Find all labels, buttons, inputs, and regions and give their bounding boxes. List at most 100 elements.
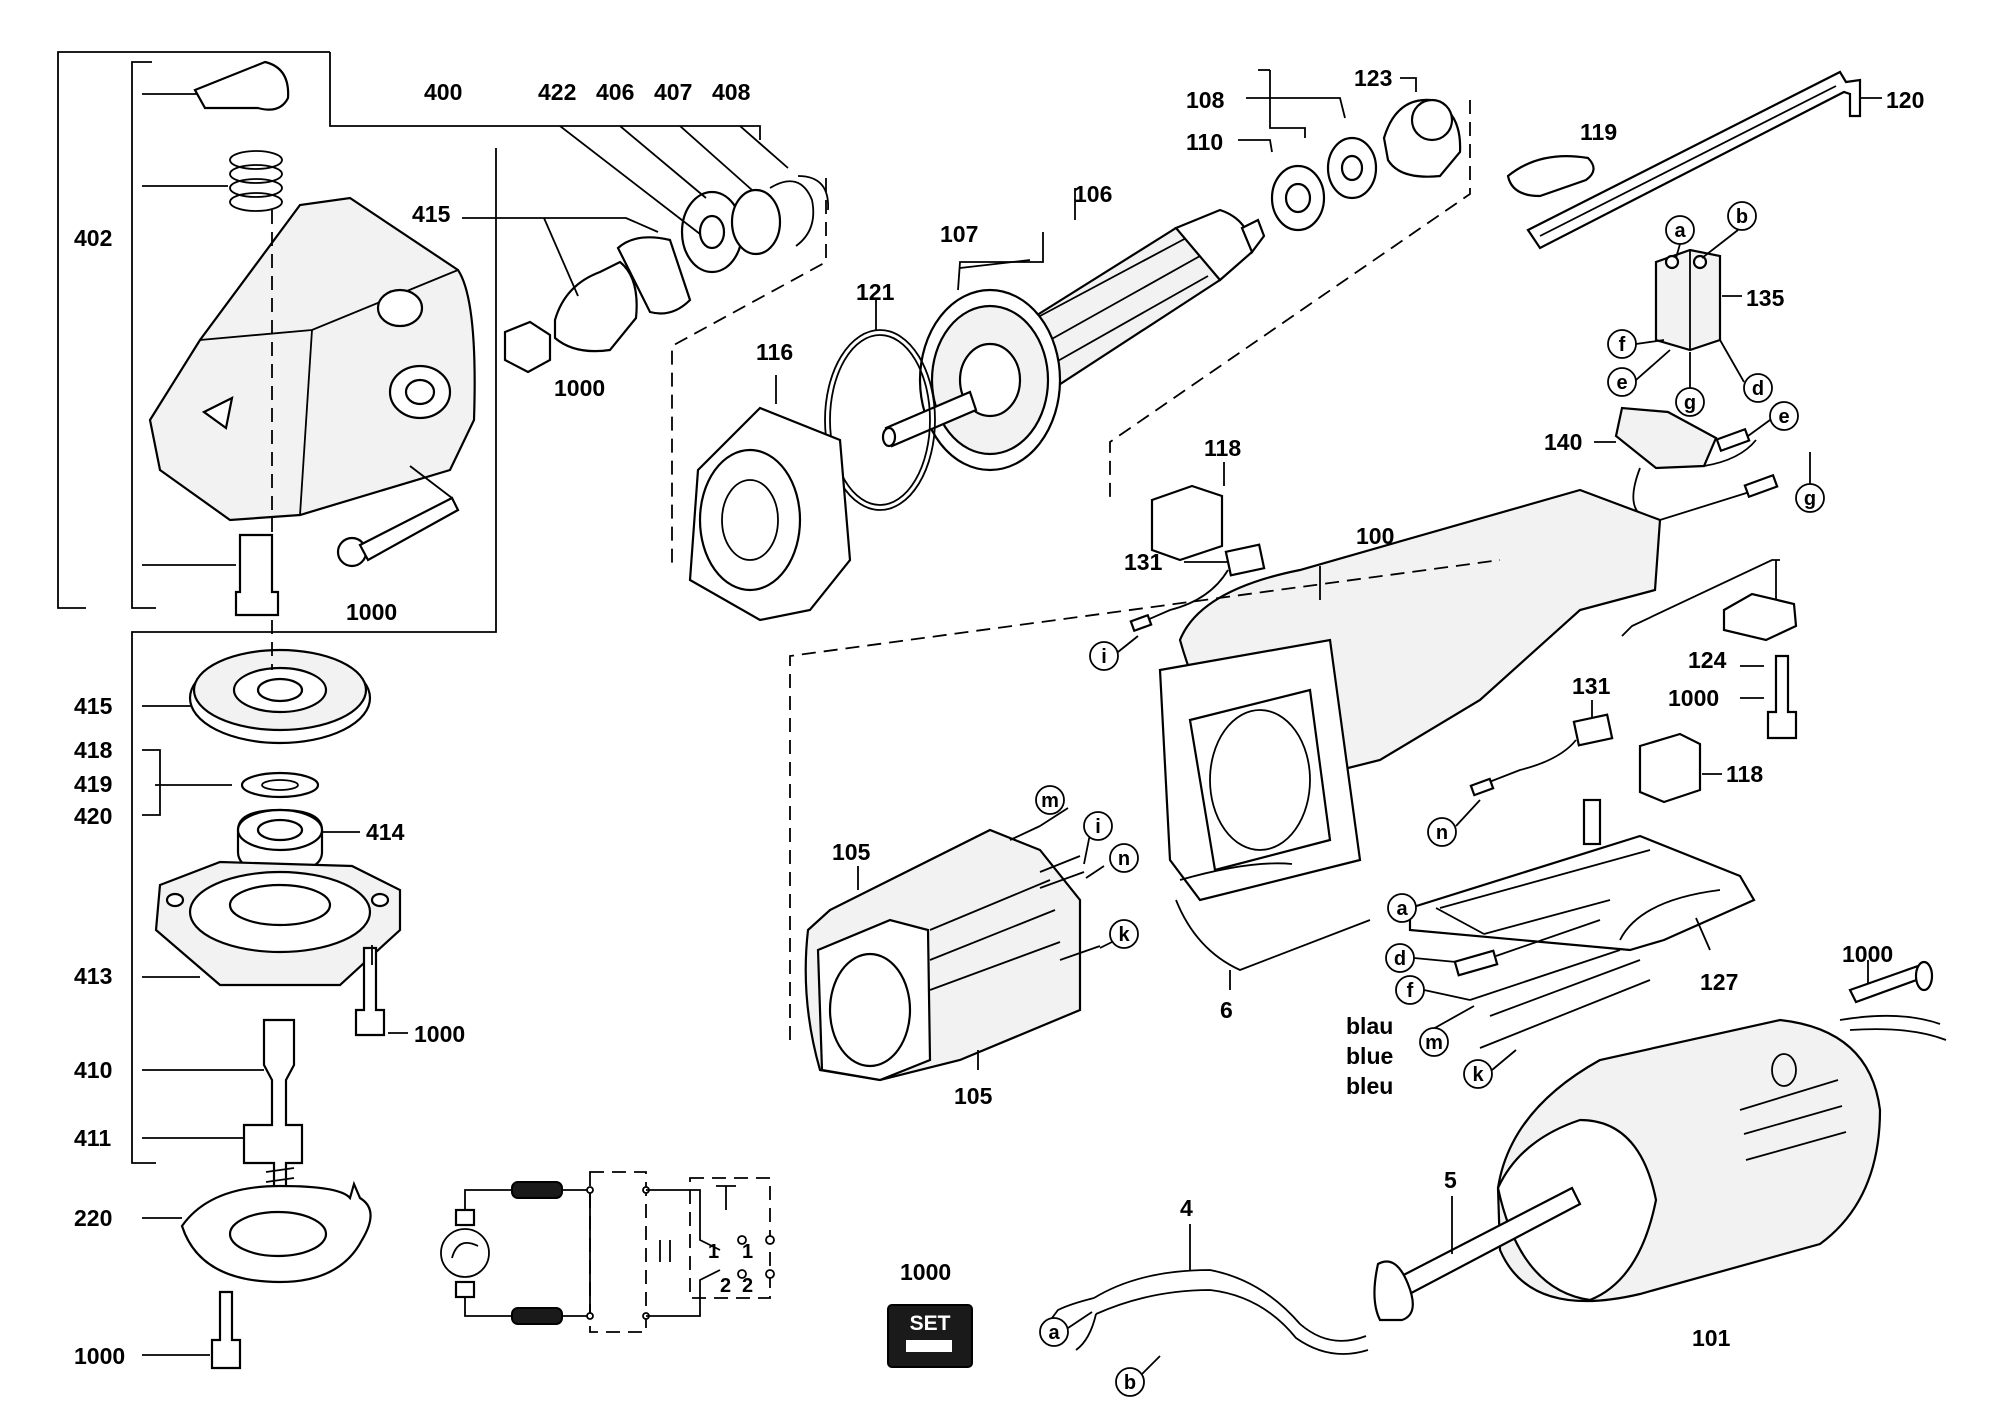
pinion-gear: [553, 260, 638, 353]
part-number-labels: 400 422 406 407 408 402 415 1000 1000 41…: [74, 65, 1924, 1369]
label-106: 106: [1074, 181, 1112, 207]
circled-g-capacitor: g: [1795, 483, 1825, 513]
label-121: 121: [856, 279, 895, 305]
stator-terminals: [1009, 825, 1101, 961]
label-140: 140: [1544, 429, 1582, 455]
circled-i-brush: i: [1089, 641, 1119, 671]
circled-e-capacitor: e: [1769, 401, 1799, 431]
spring: [229, 150, 283, 212]
insulation-6: [1175, 899, 1371, 971]
set-badge: SET: [887, 1304, 973, 1368]
label-1000-set: 1000: [900, 1259, 951, 1285]
label-100: 100: [1356, 523, 1394, 549]
circled-f-holder: f: [1395, 975, 1425, 1005]
gear-housing: [148, 196, 476, 522]
clamp-screw: [1766, 654, 1798, 740]
brush-holder-118b: [1638, 732, 1702, 804]
motor-housing-group: [1129, 462, 1798, 990]
lock-button: [193, 60, 290, 111]
label-127: 127: [1700, 969, 1738, 995]
label-118-bottom: 118: [1726, 761, 1763, 787]
label-415-gear: 415: [74, 693, 113, 719]
svg-text:i: i: [1095, 816, 1101, 838]
label-415-top: 415: [412, 201, 451, 227]
label-124: 124: [1688, 647, 1727, 673]
cord-group: [1051, 960, 1947, 1355]
brush-holder-118a: [1150, 484, 1224, 562]
label-107: 107: [940, 221, 978, 247]
bracket-lines: [57, 51, 761, 1164]
circled-k-holder: k: [1463, 1059, 1493, 1089]
flange-screw: [354, 946, 386, 1037]
label-120: 120: [1886, 87, 1924, 113]
svg-text:m: m: [1425, 1032, 1443, 1054]
stator-group: [789, 559, 1501, 1082]
svg-text:e: e: [1778, 406, 1789, 428]
circled-a-holder: a: [1387, 893, 1417, 923]
label-131-top: 131: [1124, 549, 1163, 575]
rear-screw: [1848, 964, 1924, 1004]
washer-419: [240, 771, 320, 799]
gear-head-group: [142, 60, 476, 617]
svg-text:k: k: [1118, 924, 1130, 946]
label-406: 406: [596, 79, 634, 105]
housing-pin: [234, 533, 280, 617]
label-400: 400: [424, 79, 462, 105]
label-119: 119: [1580, 119, 1617, 145]
svg-text:f: f: [1407, 980, 1414, 1002]
circuit-label-2: 2: [720, 1275, 731, 1297]
switch-group: [1506, 70, 1882, 521]
label-1000-rear: 1000: [1842, 941, 1893, 967]
circled-n-stator: n: [1109, 843, 1139, 873]
circled-f-switch: f: [1607, 329, 1637, 359]
label-411: 411: [74, 1125, 111, 1151]
pinion-nut: [503, 320, 552, 374]
label-419: 419: [74, 771, 112, 797]
svg-text:n: n: [1436, 822, 1448, 844]
label-4: 4: [1180, 1195, 1193, 1221]
svg-text:e: e: [1616, 372, 1627, 394]
label-101: 101: [1692, 1325, 1731, 1351]
circled-i-stator: i: [1083, 811, 1113, 841]
svg-text:m: m: [1041, 790, 1059, 812]
sleeve-406: [616, 236, 692, 315]
circled-k-stator: k: [1109, 919, 1139, 949]
circled-d-switch: d: [1743, 373, 1773, 403]
circled-b-switch: b: [1727, 201, 1757, 231]
circled-e-switch: e: [1607, 367, 1637, 397]
label-413: 413: [74, 963, 112, 989]
circled-g-switch: g: [1675, 387, 1705, 417]
capacitor-140: [1614, 406, 1718, 470]
label-118-top: 118: [1204, 435, 1241, 461]
cable-holder-127: [1408, 834, 1756, 952]
label-135: 135: [1746, 285, 1785, 311]
circled-b-cord: b: [1115, 1367, 1145, 1397]
label-418: 418: [74, 737, 113, 763]
bottom-screw: [210, 1290, 242, 1370]
label-1000-clamp: 1000: [1668, 685, 1719, 711]
svg-text:g: g: [1684, 392, 1696, 414]
wiring-schematic: 1 1 2 2: [440, 1171, 775, 1333]
label-6: 6: [1220, 997, 1233, 1023]
lower-gear-stack: [142, 620, 408, 1370]
armature-slots: [1039, 235, 1209, 363]
label-123: 123: [1354, 65, 1392, 91]
label-131-bottom: 131: [1572, 673, 1611, 699]
svg-text:n: n: [1118, 848, 1130, 870]
svg-text:d: d: [1394, 948, 1406, 970]
label-220: 220: [74, 1205, 112, 1231]
connection-letters: a b f e g d e g i n m i n k a d f m k a …: [1035, 201, 1825, 1397]
circled-m-stator: m: [1035, 785, 1065, 815]
svg-text:k: k: [1472, 1064, 1484, 1086]
label-105-top: 105: [832, 839, 871, 865]
carbon-brush-131b: [1572, 713, 1614, 747]
rotor-group: [688, 69, 1471, 622]
label-5: 5: [1444, 1167, 1457, 1193]
circled-d-holder: d: [1385, 943, 1415, 973]
svg-text:a: a: [1396, 898, 1408, 920]
switch-paddle-119: [1506, 155, 1595, 198]
svg-text:b: b: [1124, 1372, 1136, 1394]
label-410: 410: [74, 1057, 112, 1083]
label-108: 108: [1186, 87, 1225, 113]
